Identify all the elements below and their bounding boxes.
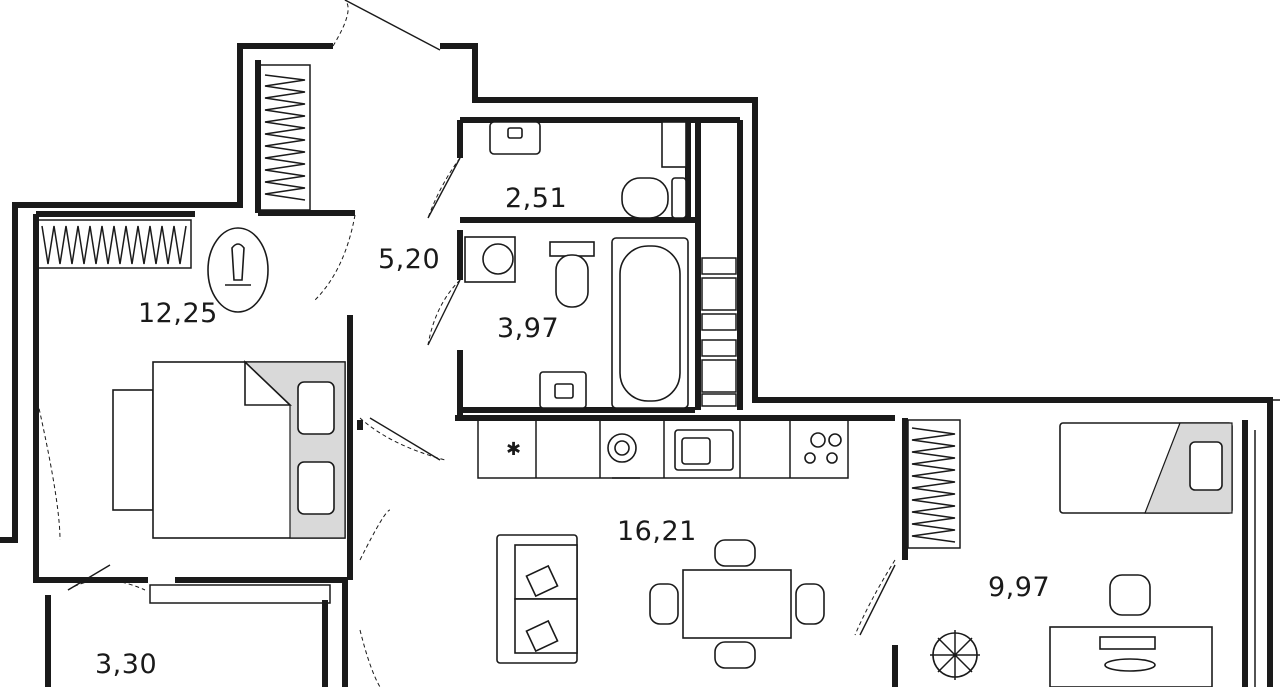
wardrobe-hall (259, 64, 311, 211)
area-hallway: 5,20 (378, 244, 440, 275)
plant (930, 630, 980, 680)
utility-shelves (701, 257, 737, 407)
window-right (1254, 399, 1280, 687)
kitchen-counter: ✱ (477, 419, 849, 479)
toilet-room-fixtures (489, 121, 687, 219)
area-bedroom: 12,25 (138, 298, 218, 329)
doors (35, 0, 896, 687)
bedroom-rug (207, 227, 269, 313)
svg-text:✱: ✱ (506, 439, 521, 460)
partitions (36, 117, 1248, 687)
sofa (496, 534, 578, 664)
dining-table (649, 539, 825, 669)
area-balcony: 3,30 (95, 649, 157, 680)
bathroom-fixtures (464, 236, 689, 409)
area-kitchen-living: 16,21 (617, 516, 697, 547)
double-bed (112, 360, 346, 539)
area-labels: 12,25 5,20 2,51 3,97 16,21 9,97 3,30 (95, 183, 1050, 680)
balcony-rail (149, 584, 331, 604)
wardrobe-second-bedroom (907, 419, 961, 549)
area-second-bedroom: 9,97 (988, 572, 1050, 603)
area-bathroom: 3,97 (497, 313, 559, 344)
wardrobe-bedroom (35, 219, 192, 269)
area-toilet: 2,51 (505, 183, 567, 214)
single-bed (1059, 422, 1233, 514)
desk (1049, 574, 1213, 687)
